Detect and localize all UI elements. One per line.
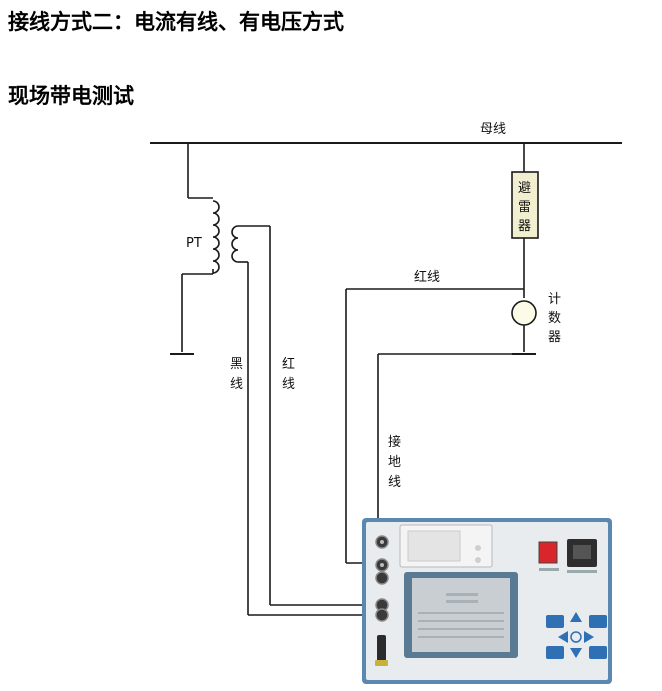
- pt-label: PT: [186, 236, 202, 251]
- arrester-label-3: 器: [518, 219, 531, 234]
- red-wire-label-1: 红: [282, 356, 295, 372]
- terminal-current: [375, 598, 389, 622]
- heading-wiring-method: 接线方式二：电流有线、有电压方式: [8, 9, 344, 34]
- red-wire-label-2: 线: [282, 377, 295, 392]
- arrester-label-1: 避: [518, 181, 531, 196]
- surge-arrester: [511, 171, 539, 239]
- ground-wire-label-3: 线: [388, 475, 401, 490]
- black-wire-label-2: 线: [230, 377, 243, 392]
- fuse-holder: [377, 635, 386, 661]
- terminal-voltage: [375, 558, 389, 585]
- discharge-counter: [511, 300, 537, 326]
- counter-label-3: 器: [548, 330, 561, 345]
- pt-transformer: [181, 143, 270, 352]
- ground-wire-label-1: 接: [388, 434, 401, 450]
- bus-label: 母线: [480, 122, 506, 137]
- black-wire-label-1: 黑: [230, 357, 243, 372]
- red-wire-top-label: 红线: [414, 269, 440, 285]
- counter-label-1: 计: [548, 292, 561, 307]
- power-switch: [538, 541, 558, 564]
- keypad: [546, 612, 607, 659]
- test-instrument: [362, 518, 612, 684]
- arrester-label-2: 雷: [518, 200, 531, 215]
- counter-label-2: 数: [548, 311, 561, 326]
- terminal-ground: [375, 535, 389, 549]
- heading-field-live-test: 现场带电测试: [8, 83, 134, 108]
- ground-wire-label-2: 地: [388, 455, 401, 470]
